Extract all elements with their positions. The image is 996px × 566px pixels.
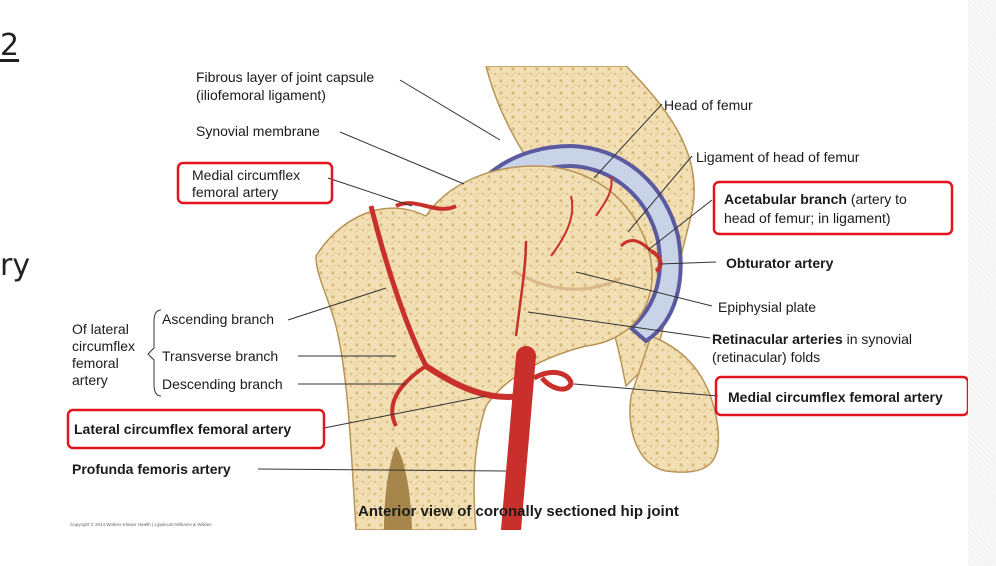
leader-lines <box>257 79 719 472</box>
highlight-box <box>176 161 334 205</box>
retinacular-artery <box>595 175 613 217</box>
ascending-branch <box>368 205 429 368</box>
label-ligament-of-head: Ligament of head of femur <box>696 149 860 165</box>
ischium-bone <box>629 335 720 473</box>
label-of-lateral-2: circumflex <box>72 338 135 354</box>
label-fibrous-layer-sub: (iliofemoral ligament) <box>196 87 326 103</box>
highlight-box <box>66 408 326 450</box>
label-acetabular-branch-2: head of femur; in ligament) <box>724 210 891 226</box>
label-synovial-membrane: Synovial membrane <box>196 123 320 139</box>
label-medial-circumflex-right: Medial circumflex femoral artery <box>728 389 943 405</box>
highlight-box <box>712 180 954 236</box>
descending-branch <box>390 364 428 427</box>
label-of-lateral-3: femoral <box>72 355 119 371</box>
label-fibrous-layer: Fibrous layer of joint capsule <box>196 69 374 85</box>
retinacular-artery <box>514 240 528 337</box>
branch-bracket <box>147 309 162 397</box>
label-ascending-branch: Ascending branch <box>162 311 274 327</box>
label-obturator-artery: Obturator artery <box>726 255 834 271</box>
label-epiphysial-plate: Epiphysial plate <box>718 299 816 315</box>
figure-caption: Anterior view of coronally sectioned hip… <box>358 503 679 520</box>
label-acetabular-branch: Acetabular branch (artery to <box>724 191 907 207</box>
joint-capsule <box>448 143 683 344</box>
label-of-lateral-4: artery <box>72 372 108 388</box>
slide-text-fragment: 2 <box>0 28 20 63</box>
label-of-lateral: Of lateral <box>72 321 129 337</box>
lateral-circumflex-artery <box>424 363 522 400</box>
profunda-artery <box>501 346 536 540</box>
acetabular-artery <box>619 239 653 253</box>
label-medial-circumflex-top-2: femoral artery <box>192 184 278 200</box>
label-medial-circumflex-top: Medial circumflex <box>192 167 300 183</box>
femur-bone <box>315 165 653 531</box>
medial-circumflex-artery <box>532 370 574 392</box>
label-retinacular-folds: (retinacular) folds <box>712 349 820 365</box>
label-profunda-femoris: Profunda femoris artery <box>72 461 231 477</box>
obturator-artery <box>649 249 663 273</box>
label-lateral-circumflex: Lateral circumflex femoral artery <box>74 421 291 437</box>
retinacular-artery <box>550 195 574 257</box>
slide-text-fragment: ry <box>0 248 31 283</box>
medial-circumflex-upper <box>395 201 457 211</box>
medullary-cavity <box>384 446 412 530</box>
label-transverse-branch: Transverse branch <box>162 348 278 364</box>
copyright-text: Copyright © 2014 Wolters Kluwer Health |… <box>70 521 212 527</box>
label-head-of-femur: Head of femur <box>664 97 753 113</box>
hip-joint-figure: Fibrous layer of joint capsule (iliofemo… <box>66 65 970 540</box>
label-retinacular-arteries: Retinacular arteries in synovial <box>712 331 912 347</box>
label-descending-branch: Descending branch <box>162 376 283 392</box>
